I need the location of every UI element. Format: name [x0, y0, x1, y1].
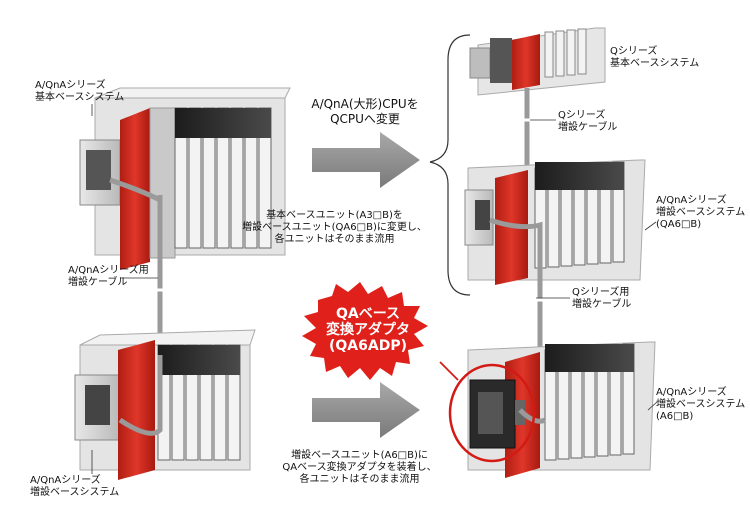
label-q-base-system: Qシリーズ 基本ベースシステム [610, 46, 700, 69]
q-base-rack [469, 27, 606, 96]
label-aq-ext-system: A/QnAシリーズ 増設ベースシステム [30, 475, 120, 498]
caption-step1: A/QnA(大形)CPUを QCPUへ変更 [311, 97, 419, 126]
label-aq-ext-cable: A/QnAシリーズ用 増設ケーブル [68, 265, 149, 288]
aq-ext-io-modules [157, 344, 241, 461]
qa6-ext-rack [464, 159, 646, 350]
label-qa6-ext-system: A/QnAシリーズ 増設ベースシステム (QA6□B) [656, 195, 746, 230]
qa6-io-modules [534, 161, 625, 269]
a6-io-modules [544, 343, 635, 461]
aq-base-io-modules [174, 107, 272, 249]
bracket [429, 34, 471, 296]
adapter-highlight-circle [448, 363, 536, 463]
aq-ext-rack [74, 329, 256, 480]
label-aq-base-system: A/QnAシリーズ 基本ベースシステム [35, 80, 125, 103]
callout-text: QAベース 変換アダプタ (QA6ADP) [326, 306, 410, 354]
caption-step2: 基本ベースユニット(A3□B)を 増設ベースユニット(QA6□B)に変更し、 各… [242, 210, 427, 245]
arrow-bottom [312, 382, 420, 438]
label-q-ext-cable-top: Qシリーズ 増設ケーブル [558, 110, 618, 133]
caption-step3: 増設ベースユニット(A6□B)に QAベース変換アダプタを装着し、 各ユニットは… [282, 450, 437, 485]
callout-burst [302, 282, 428, 380]
a6-ext-rack [467, 341, 656, 478]
label-a6-ext-system: A/QnAシリーズ 増設ベースシステム (A6□B) [656, 387, 746, 422]
arrow-top [312, 132, 420, 188]
label-q-ext-cable-mid: Qシリーズ用 増設ケーブル [572, 287, 632, 310]
qa6adp-adapter [469, 379, 525, 449]
